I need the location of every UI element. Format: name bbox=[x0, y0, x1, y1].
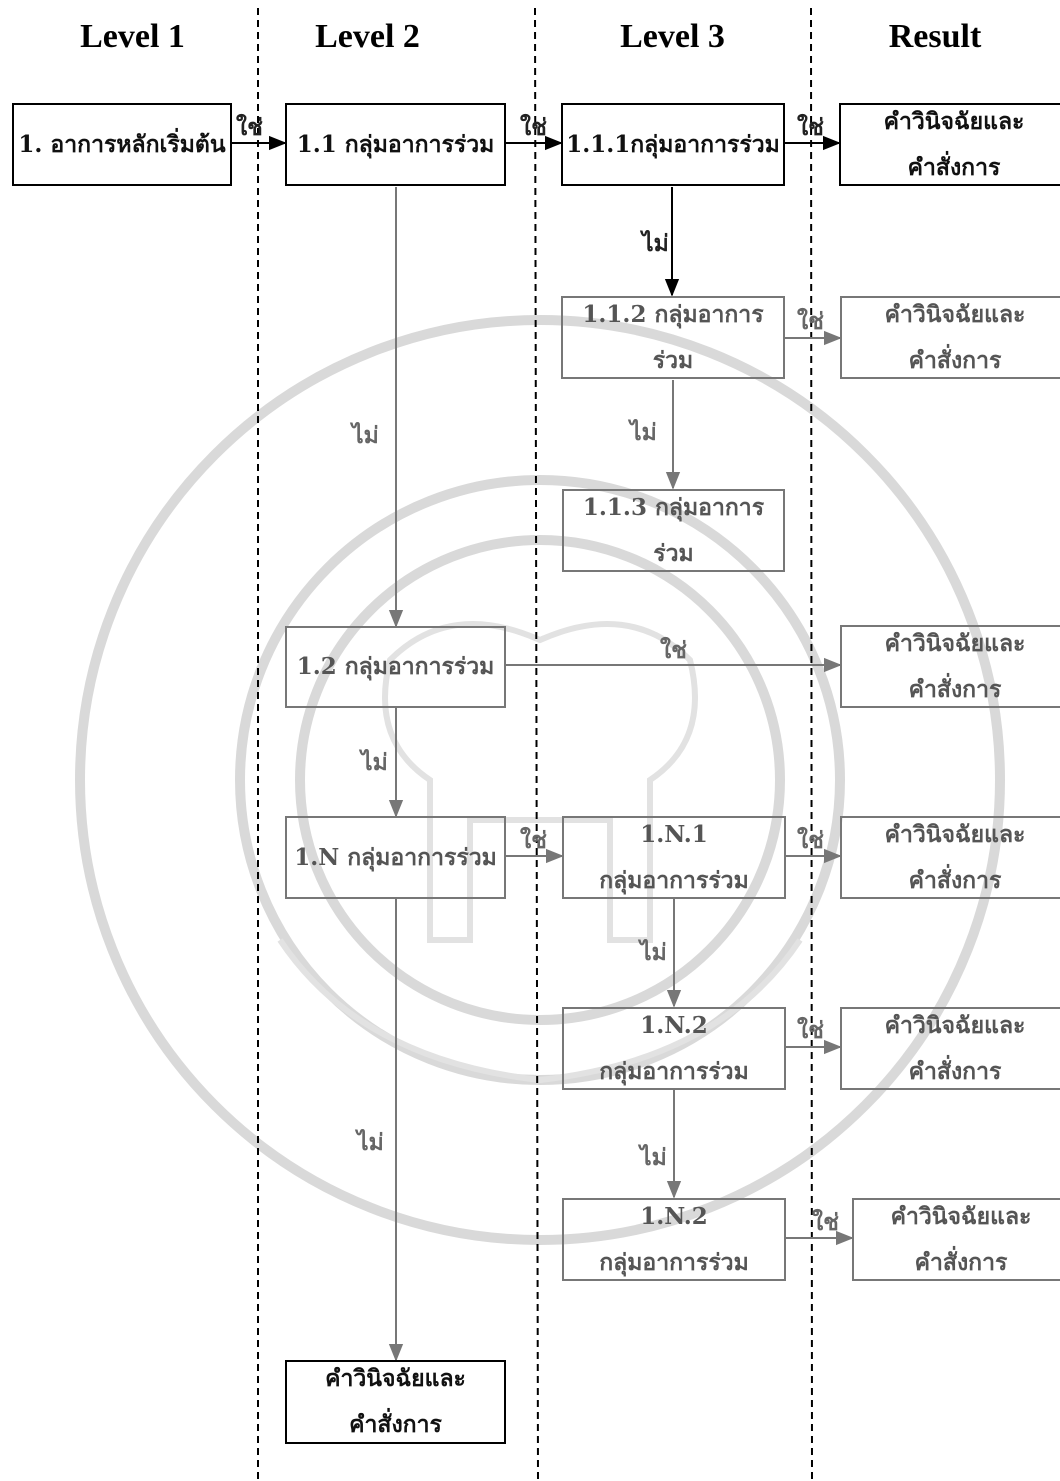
box-group-1-N-2b-text: กลุ่มอาการร่วม bbox=[599, 1248, 749, 1276]
label-yes-8: ใช่ bbox=[797, 1017, 824, 1044]
box-group-1-N-2a-text: กลุ่มอาการร่วม bbox=[599, 1057, 749, 1085]
result-1-line1: คำวินิจฉัยและ bbox=[883, 107, 1025, 135]
result-5-line2: คำสั่งการ bbox=[908, 1057, 1002, 1085]
box-main-symptom-label: 1. อาการหลักเริ่มต้น bbox=[18, 130, 226, 158]
box-group-1-2: 1.2 กลุ่มอาการร่วม bbox=[285, 626, 506, 708]
label-yes-2: ใช่ bbox=[520, 114, 547, 141]
box-result-5: คำวินิจฉัยและ คำสั่งการ bbox=[840, 1007, 1060, 1090]
label-no-7: ไม่ bbox=[640, 1144, 667, 1171]
box-group-1-1-3-label: 1.1.3 กลุ่มอาการร่วม bbox=[582, 493, 765, 567]
box-group-1-N-2b-number: 1.N.2 bbox=[640, 1202, 708, 1230]
label-yes-1: ใช่ bbox=[236, 114, 263, 141]
box-main-symptom: 1. อาการหลักเริ่มต้น bbox=[12, 103, 232, 186]
label-yes-4: ใช่ bbox=[797, 308, 824, 335]
box-group-1-N-label: 1.N กลุ่มอาการร่วม bbox=[294, 843, 497, 871]
box-group-1-N-1: 1.N.1 กลุ่มอาการร่วม bbox=[562, 816, 786, 899]
label-yes-3: ใช่ bbox=[797, 114, 824, 141]
box-result-4: คำวินิจฉัยและ คำสั่งการ bbox=[840, 816, 1060, 899]
label-yes-9: ใช่ bbox=[812, 1209, 839, 1236]
header-level2: Level 2 bbox=[315, 18, 420, 55]
label-yes-5: ใช่ bbox=[660, 637, 687, 664]
separator-3 bbox=[810, 7, 813, 1481]
header-level1: Level 1 bbox=[80, 18, 185, 55]
header-result: Result bbox=[888, 18, 982, 55]
result-2-line2: คำสั่งการ bbox=[908, 346, 1002, 374]
label-no-1: ไม่ bbox=[642, 230, 669, 257]
box-group-1-N-1-text: กลุ่มอาการร่วม bbox=[599, 866, 749, 894]
result-2-line1: คำวินิจฉัยและ bbox=[884, 300, 1026, 328]
box-group-1-1-1: 1.1.1กลุ่มอาการร่วม bbox=[561, 103, 785, 186]
result-7-line1: คำวินิจฉัยและ bbox=[325, 1365, 466, 1392]
box-group-1-1-2: 1.1.2 กลุ่มอาการร่วม bbox=[561, 296, 785, 379]
result-6-line2: คำสั่งการ bbox=[914, 1248, 1008, 1276]
label-no-2: ไม่ bbox=[352, 422, 379, 449]
header-level3: Level 3 bbox=[620, 18, 725, 55]
result-3-line2: คำสั่งการ bbox=[908, 675, 1002, 703]
box-group-1-1-2-label: 1.1.2 กลุ่มอาการร่วม bbox=[582, 300, 764, 374]
box-result-7: คำวินิจฉัยและ คำสั่งการ bbox=[285, 1360, 506, 1444]
result-1-line2: คำสั่งการ bbox=[907, 153, 1001, 181]
label-yes-7: ใช่ bbox=[797, 827, 824, 854]
label-no-4: ไม่ bbox=[361, 749, 388, 776]
result-6-line1: คำวินิจฉัยและ bbox=[890, 1202, 1032, 1230]
box-result-1: คำวินิจฉัยและ คำสั่งการ bbox=[839, 103, 1060, 186]
result-4-line2: คำสั่งการ bbox=[908, 866, 1002, 894]
box-group-1-N-2a: 1.N.2 กลุ่มอาการร่วม bbox=[562, 1007, 786, 1090]
result-4-line1: คำวินิจฉัยและ bbox=[884, 820, 1026, 848]
label-no-5: ไม่ bbox=[640, 939, 667, 966]
label-no-6: ไม่ bbox=[357, 1129, 384, 1156]
box-result-3: คำวินิจฉัยและ คำสั่งการ bbox=[840, 625, 1060, 708]
result-7-line2: คำสั่งการ bbox=[349, 1411, 442, 1438]
box-group-1-1: 1.1 กลุ่มอาการร่วม bbox=[285, 103, 506, 186]
box-group-1-1-1-label: 1.1.1กลุ่มอาการร่วม bbox=[566, 130, 780, 158]
box-result-2: คำวินิจฉัยและ คำสั่งการ bbox=[840, 296, 1060, 379]
box-result-6: คำวินิจฉัยและ คำสั่งการ bbox=[852, 1198, 1060, 1281]
box-group-1-1-3: 1.1.3 กลุ่มอาการร่วม bbox=[562, 489, 785, 572]
box-group-1-N: 1.N กลุ่มอาการร่วม bbox=[285, 816, 506, 899]
box-group-1-N-2b: 1.N.2 กลุ่มอาการร่วม bbox=[562, 1198, 786, 1281]
box-group-1-1-label: 1.1 กลุ่มอาการร่วม bbox=[296, 130, 495, 158]
university-seal-watermark bbox=[75, 315, 1005, 1245]
label-yes-6: ใช่ bbox=[520, 827, 547, 854]
label-no-3: ไม่ bbox=[630, 419, 657, 446]
separator-2 bbox=[534, 7, 539, 1481]
result-3-line1: คำวินิจฉัยและ bbox=[884, 629, 1026, 657]
result-5-line1: คำวินิจฉัยและ bbox=[884, 1011, 1026, 1039]
box-group-1-N-1-number: 1.N.1 bbox=[640, 820, 708, 848]
box-group-1-N-2a-number: 1.N.2 bbox=[640, 1011, 708, 1039]
box-group-1-2-label: 1.2 กลุ่มอาการร่วม bbox=[296, 653, 495, 680]
